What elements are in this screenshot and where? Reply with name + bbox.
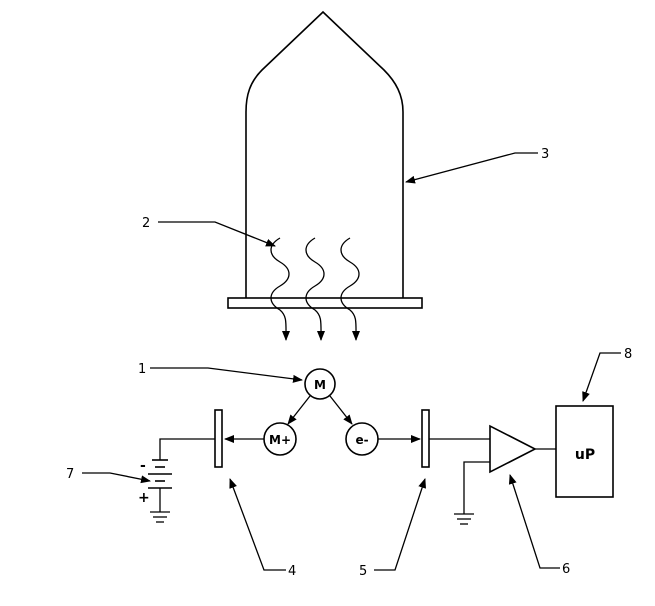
lamp-window-plate (227, 297, 423, 309)
leader-line-4 (229, 478, 286, 571)
ground-symbol-battery (150, 511, 170, 523)
arrow-to-positive-ion (287, 395, 311, 425)
electron-node: e- (345, 422, 379, 456)
leader-line-2 (158, 221, 276, 247)
callout-label-2: 2 (142, 216, 150, 231)
leader-line-7 (82, 472, 151, 484)
radiation-waves (270, 237, 361, 341)
electrode-anode (421, 409, 430, 468)
callout-label-7: 7 (66, 467, 74, 482)
positive-ion-node: M+ (263, 422, 297, 456)
molecule-label: M (314, 378, 326, 392)
microprocessor-label: uP (575, 447, 595, 463)
electrode-cathode (214, 409, 223, 468)
battery: - + (138, 458, 172, 512)
molecule-node: M (304, 368, 336, 400)
wire-cathode-battery (159, 438, 215, 460)
lamp-housing (245, 10, 404, 298)
callout-label-8: 8 (624, 347, 632, 362)
radiation-wave-right (340, 237, 361, 341)
callout-label-3: 3 (541, 147, 549, 162)
callout-label-5: 5 (359, 564, 367, 579)
battery-minus-sign: - (140, 458, 146, 474)
leader-line-6 (508, 474, 560, 569)
radiation-wave-middle (305, 237, 326, 341)
callout-label-4: 4 (288, 564, 296, 579)
callout-label-1: 1 (138, 362, 146, 377)
electron-label: e- (355, 433, 368, 447)
radiation-wave-left (270, 237, 291, 341)
arrow-to-electron (329, 395, 353, 425)
microprocessor-box: uP (555, 405, 614, 498)
leader-line-3 (405, 152, 538, 184)
positive-ion-label: M+ (269, 433, 291, 447)
wire-amplifier-ground (463, 461, 490, 514)
leader-line-8 (582, 352, 621, 402)
amplifier (489, 424, 537, 474)
callout-label-6: 6 (562, 562, 570, 577)
leader-line-5 (374, 478, 426, 571)
battery-plus-sign: + (138, 490, 150, 506)
leader-line-1 (150, 367, 303, 383)
ground-symbol-amplifier (454, 513, 474, 525)
